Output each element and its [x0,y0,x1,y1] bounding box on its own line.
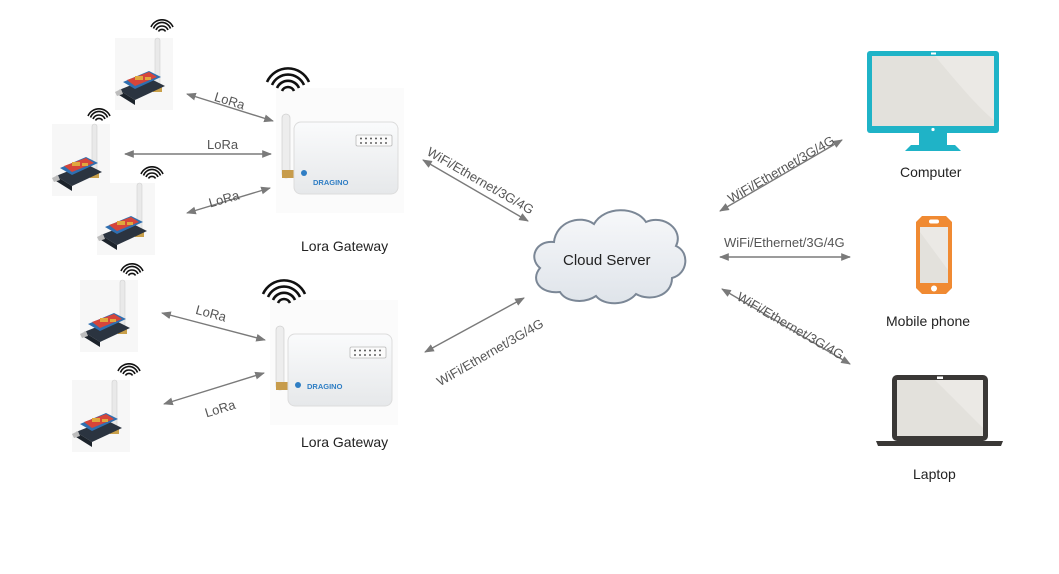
gateway-1-label: Lora Gateway [301,238,389,254]
smartphone-icon [916,216,952,294]
arduino-lora-board-icon [79,279,139,353]
lora-node-1 [114,18,174,111]
lora-node-4 [79,262,144,353]
gateway-2-label: Lora Gateway [301,434,389,450]
wifi-signal-icon [265,67,311,93]
mobile-phone-label: Mobile phone [886,313,971,329]
lora-gateway-1: DRAGINO [265,67,405,214]
cloud-server-label: Cloud Server [563,252,651,269]
link-arrow-node4-gateway2 [161,311,266,342]
link-arrow-gateway2-server [424,297,525,353]
wifi-signal-icon [117,362,141,377]
router-icon [275,87,405,214]
link-label-node2: LoRa [207,137,239,152]
wifi-signal-icon [140,165,164,180]
wifi-signal-icon [261,279,307,305]
link-arrow-node3-gateway1 [186,186,271,215]
laptop-label: Laptop [913,466,956,482]
lora-node-5 [71,362,141,453]
link-arrow-node1-gateway1 [186,92,274,123]
link-arrow-server-laptop [721,288,851,365]
computer-label: Computer [900,164,962,180]
wifi-signal-icon [150,18,174,33]
computer-device [867,51,999,151]
link-arrow-server-computer [719,139,843,212]
laptop-device [876,375,1003,446]
laptop-icon [876,375,1003,446]
wifi-signal-icon [120,262,144,277]
mobile-device [916,216,952,294]
lora-gateway-2: DRAGINO [261,279,399,426]
desktop-monitor-icon [867,51,999,151]
arduino-lora-board-icon [114,37,174,111]
link-label-server-mobile: WiFi/Ethernet/3G/4G [724,235,845,250]
cloud-server [533,209,687,305]
wifi-signal-icon [87,107,111,122]
gateway-brand-logo: DRAGINO [307,382,343,391]
lora-node-2 [51,107,111,197]
link-arrow-node5-gateway2 [163,371,265,406]
router-icon [269,299,399,426]
ip-links [422,139,851,365]
link-arrow-gateway1-server [422,159,529,222]
cloud-icon [533,209,687,305]
lora-links [124,92,274,406]
arduino-lora-board-icon [71,379,131,453]
gateway-brand-logo: DRAGINO [313,178,349,187]
arduino-lora-board-icon [96,182,156,256]
